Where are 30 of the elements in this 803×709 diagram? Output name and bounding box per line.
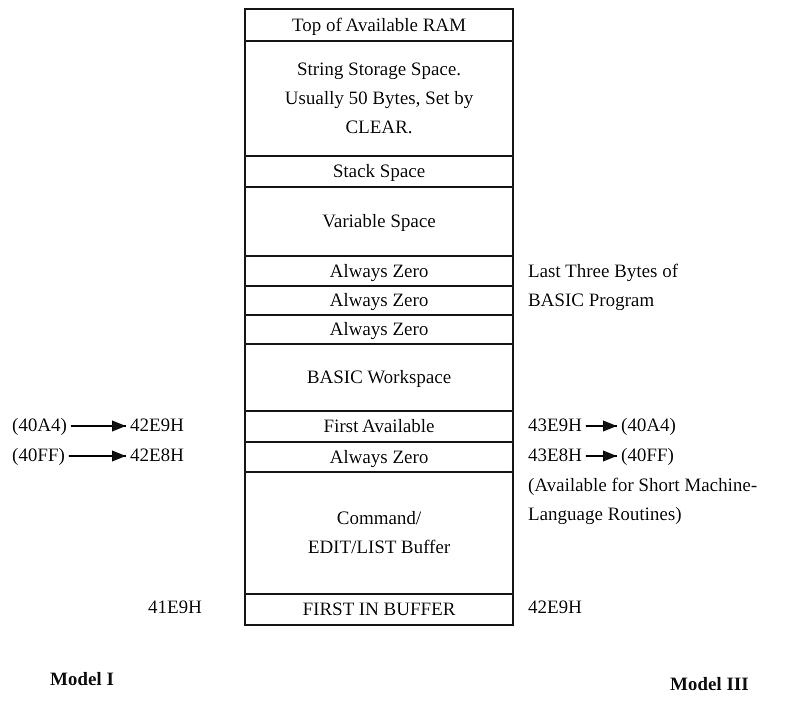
memory-cell: FIRST IN BUFFER — [244, 593, 514, 626]
memory-cell: Variable Space — [244, 186, 514, 257]
memory-cell: First Available — [244, 410, 514, 443]
column-heading: Model III — [670, 673, 750, 697]
address-text: 42E9H — [130, 411, 184, 440]
address-text: (40FF) — [621, 441, 674, 470]
memory-cell: Always Zero — [244, 255, 514, 287]
address-text: (40A4) — [621, 411, 676, 440]
address-text: 43E9H — [528, 411, 582, 440]
address-text: (40A4) — [12, 411, 67, 440]
memory-cell: Top of Available RAM — [244, 8, 514, 42]
address-text: 43E8H — [528, 441, 582, 470]
address-text: 42E9H — [528, 596, 583, 620]
memory-cell: Always Zero — [244, 441, 514, 473]
note-text: (Available for Short Machine-Language Routines) — [528, 474, 758, 527]
memory-cell: Stack Space — [244, 155, 514, 188]
address-text: 42E8H — [130, 441, 184, 470]
arrow — [68, 450, 126, 462]
memory-cell: Command/ EDIT/LIST Buffer — [244, 471, 514, 595]
address-text: 41E9H — [148, 596, 203, 620]
column-heading: Model I — [50, 668, 115, 692]
arrow — [586, 450, 617, 462]
note-text: Last Three Bytes of BASIC Program — [528, 260, 680, 313]
memory-cell: String Storage Space. Usually 50 Bytes, Set by CLEAR. — [244, 40, 514, 157]
address-text: (40FF) — [12, 441, 65, 470]
memory-cell: Always Zero — [244, 285, 514, 316]
memory-cell: Always Zero — [244, 314, 514, 345]
memory-cell: BASIC Workspace — [244, 343, 514, 412]
arrow — [586, 420, 617, 432]
arrow — [70, 420, 126, 432]
